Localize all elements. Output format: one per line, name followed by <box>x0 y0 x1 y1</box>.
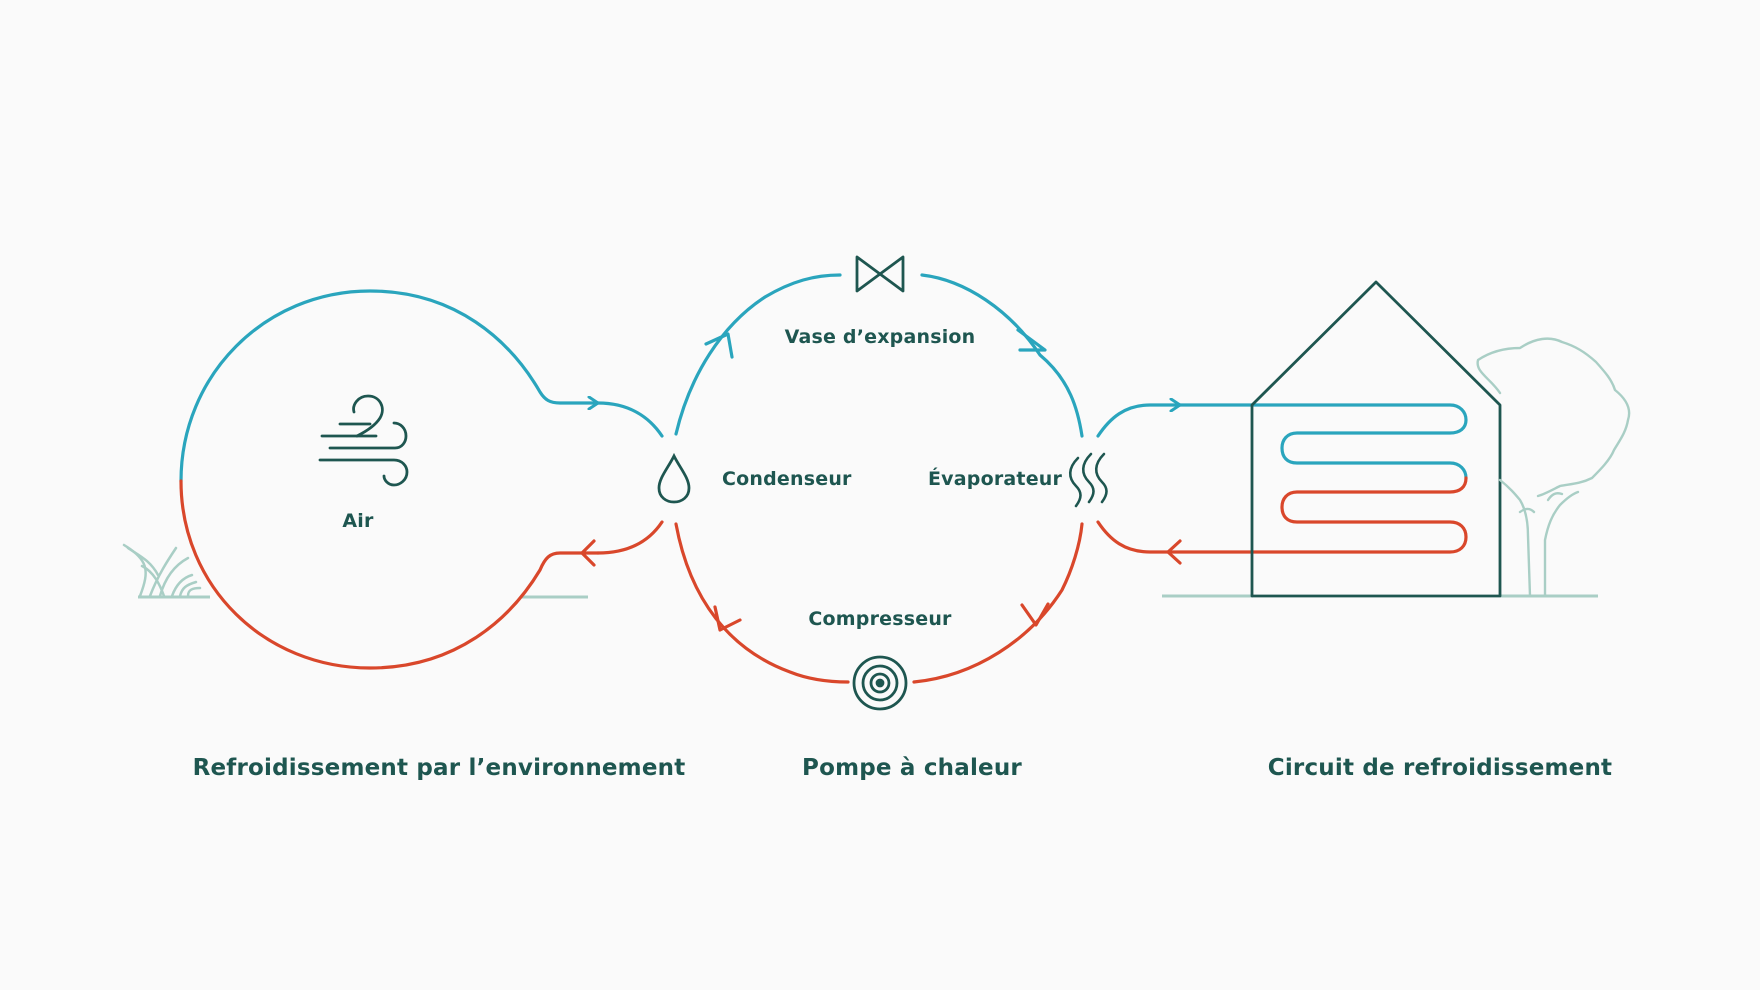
heat-pump-hot-left <box>674 522 850 684</box>
environment-hot-pipe <box>179 479 600 670</box>
environment-hot-pipe-end <box>596 520 664 555</box>
circuit-hot-coil <box>1166 476 1468 554</box>
arrow-down-lower-right <box>1020 602 1050 627</box>
compressor-label: Compresseur <box>808 608 952 630</box>
air-label: Air <box>342 510 374 532</box>
compressor-icon <box>852 655 908 711</box>
heat-waves-icon <box>1068 452 1108 508</box>
environment-loop <box>179 289 664 670</box>
condenser-label: Condenseur <box>722 468 852 490</box>
cooling-circuit <box>1096 403 1468 565</box>
arrow-up-lower-left <box>713 605 742 632</box>
caption-environment: Refroidissement par l’environnement <box>192 755 686 781</box>
circuit-cold-in <box>1096 405 1182 438</box>
arrow-up-left <box>704 332 734 359</box>
grass-icon <box>122 543 202 598</box>
circuit-cold-coil <box>1178 403 1468 480</box>
circuit-hot-arrow <box>1166 539 1182 565</box>
environment-cold-pipe <box>179 289 600 483</box>
house-icon <box>1250 280 1502 598</box>
caption-heat-pump: Pompe à chaleur <box>802 755 1022 781</box>
heat-pump-hot-right <box>912 522 1084 684</box>
wind-icon <box>318 394 409 487</box>
tree-icon <box>1476 337 1631 598</box>
environment-hot-arrow <box>580 539 596 567</box>
heat-pump-cold-right <box>920 273 1084 438</box>
expansion-vessel-label: Vase d’expansion <box>784 326 976 348</box>
heat-pump-cold-left <box>674 273 842 436</box>
ground-lines <box>138 594 1598 599</box>
circuit-hot-out <box>1096 520 1170 554</box>
evaporator-label: Évaporateur <box>928 468 1063 490</box>
environment-cold-pipe-end <box>596 401 664 438</box>
valve-icon <box>855 255 905 293</box>
arrow-down-right <box>1016 328 1047 352</box>
drop-icon <box>657 452 691 504</box>
heat-pump-arrows <box>704 328 1050 632</box>
caption-cooling-circuit: Circuit de refroidissement <box>1267 755 1613 781</box>
